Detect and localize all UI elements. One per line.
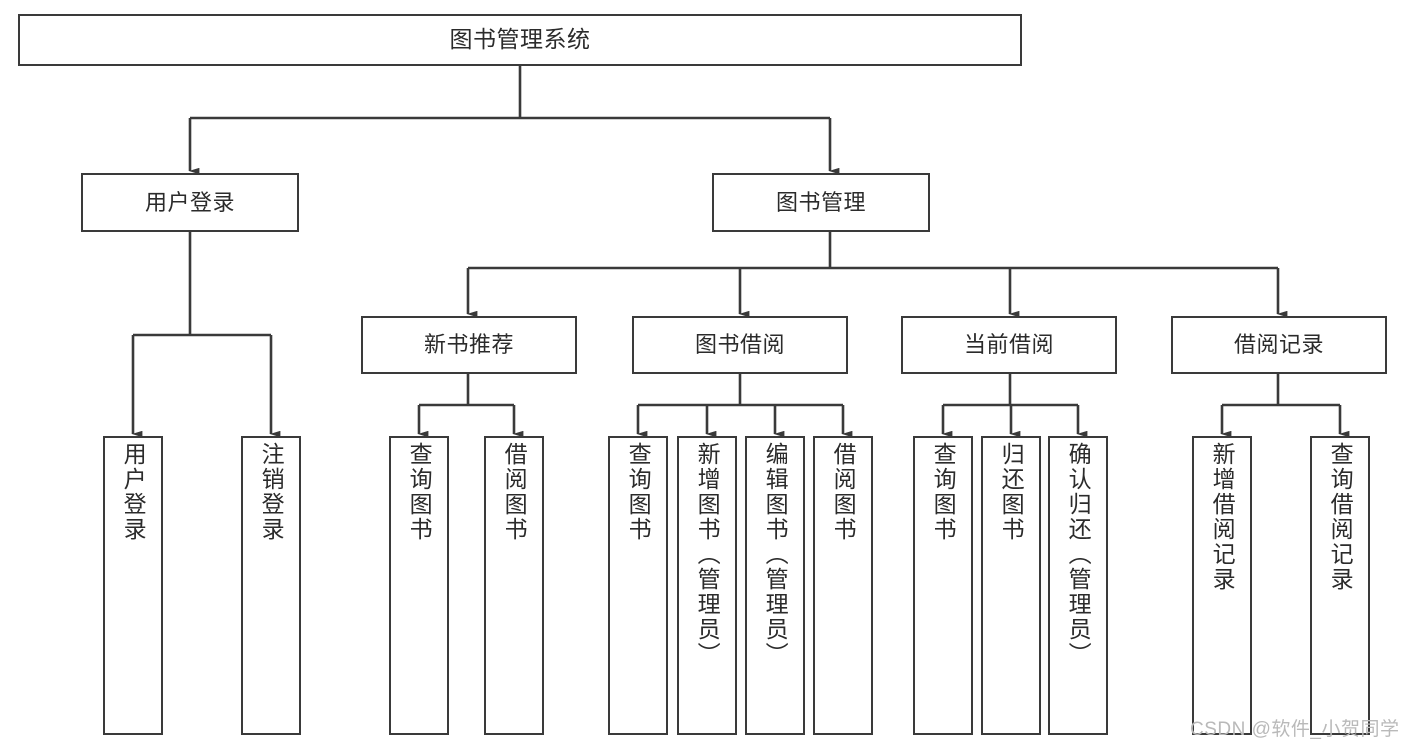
node-leaf-confirm-return-admin[interactable]: 确认归还（管理员） bbox=[1048, 436, 1108, 735]
node-label: 编辑图书（管理员） bbox=[762, 442, 789, 667]
node-label: 用户登录 bbox=[144, 189, 235, 215]
connectors-new-book bbox=[417, 374, 524, 438]
node-leaf-return-book[interactable]: 归还图书 bbox=[981, 436, 1041, 735]
node-leaf-user-login[interactable]: 用户登录 bbox=[103, 436, 163, 735]
node-root-book-management-system[interactable]: 图书管理系统 bbox=[18, 14, 1022, 66]
connectors-root bbox=[188, 66, 840, 175]
node-label: 注销登录 bbox=[258, 442, 285, 542]
node-label: 查询借阅记录 bbox=[1327, 442, 1354, 592]
node-leaf-edit-book-admin[interactable]: 编辑图书（管理员） bbox=[745, 436, 805, 735]
node-leaf-add-borrow-record[interactable]: 新增借阅记录 bbox=[1192, 436, 1252, 735]
node-label: 借阅图书 bbox=[830, 442, 857, 542]
node-label: 新书推荐 bbox=[423, 332, 514, 358]
node-leaf-new-book-query[interactable]: 查询图书 bbox=[389, 436, 449, 735]
node-label: 新增图书（管理员） bbox=[694, 442, 721, 667]
node-leaf-logout[interactable]: 注销登录 bbox=[241, 436, 301, 735]
node-leaf-new-book-borrow[interactable]: 借阅图书 bbox=[484, 436, 544, 735]
connectors-borrow-record bbox=[1220, 374, 1350, 438]
node-leaf-add-book-admin[interactable]: 新增图书（管理员） bbox=[677, 436, 737, 735]
node-leaf-current-query-book[interactable]: 查询图书 bbox=[913, 436, 973, 735]
node-label: 图书管理 bbox=[775, 189, 866, 215]
node-leaf-borrow-book[interactable]: 借阅图书 bbox=[813, 436, 873, 735]
node-label: 借阅图书 bbox=[501, 442, 528, 542]
node-label: 图书管理系统 bbox=[449, 26, 591, 53]
connectors-book-borrow bbox=[636, 374, 853, 438]
node-label: 查询图书 bbox=[930, 442, 957, 542]
node-leaf-borrow-query-book[interactable]: 查询图书 bbox=[608, 436, 668, 735]
node-current-borrow[interactable]: 当前借阅 bbox=[901, 316, 1117, 374]
node-label: 图书借阅 bbox=[694, 332, 785, 358]
node-label: 归还图书 bbox=[998, 442, 1025, 542]
connectors-book-manage bbox=[466, 232, 1288, 318]
node-book-borrow[interactable]: 图书借阅 bbox=[632, 316, 848, 374]
node-label: 新增借阅记录 bbox=[1209, 442, 1236, 592]
node-label: 查询图书 bbox=[625, 442, 652, 542]
node-label: 确认归还（管理员） bbox=[1065, 442, 1092, 667]
node-leaf-query-borrow-record[interactable]: 查询借阅记录 bbox=[1310, 436, 1370, 735]
node-book-management[interactable]: 图书管理 bbox=[712, 173, 930, 232]
node-borrow-record[interactable]: 借阅记录 bbox=[1171, 316, 1387, 374]
node-label: 查询图书 bbox=[406, 442, 433, 542]
node-label: 当前借阅 bbox=[963, 332, 1054, 358]
node-label: 借阅记录 bbox=[1233, 332, 1324, 358]
node-new-book-recommend[interactable]: 新书推荐 bbox=[361, 316, 577, 374]
node-user-login[interactable]: 用户登录 bbox=[81, 173, 299, 232]
node-label: 用户登录 bbox=[120, 442, 147, 542]
connectors-current-borrow bbox=[941, 374, 1088, 438]
connectors-user-login bbox=[131, 232, 281, 438]
